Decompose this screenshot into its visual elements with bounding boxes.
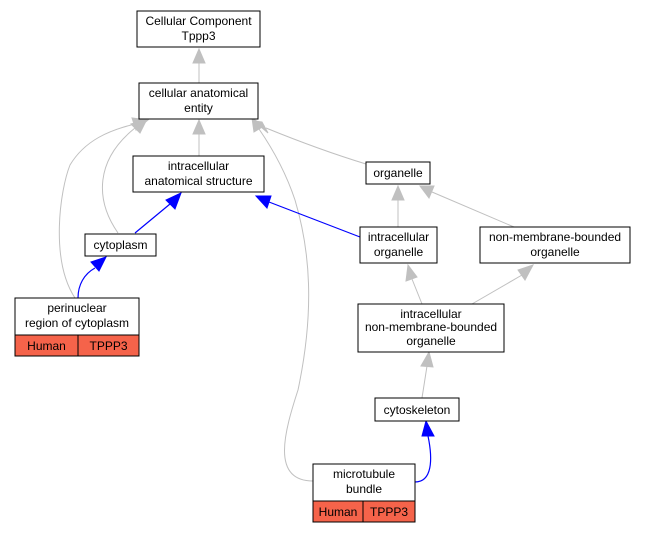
edge-nmbo-organelle [431,191,515,228]
arrow-organelle-io [391,184,405,201]
annotation-species-label: Human [27,339,66,353]
arrow-io-inmbo [405,263,418,282]
node-cellular-anatomical-entity[interactable]: cellular anatomical entity [138,82,259,120]
annotation-cell-gene [77,334,140,357]
arrow-cytoplasm-prc [90,256,107,272]
arrow-cytoskeleton-mb [421,419,435,437]
annotation-prc: Human TPPP3 [14,334,140,357]
node-cytoskeleton[interactable]: cytoskeleton [374,397,460,422]
node-label-line: perinuclear [47,301,106,315]
arrow-organelle-nmbo [419,185,435,199]
node-perinuclear-region-of-cytoplasm[interactable]: perinuclear region of cytoplasm [14,297,140,336]
edge-io-ias [268,201,361,238]
arrow-nmbo-inmbo [517,264,535,281]
node-cellular-component-tppp3[interactable]: Cellular Component Tppp3 [136,10,261,48]
edge-mb-cae [258,128,314,482]
edge-prc-cae [58,123,136,299]
annotation-cell-gene [362,500,416,523]
node-label-line: intracellular [168,159,229,173]
node-microtubule-bundle[interactable]: microtubule bundle [312,463,416,502]
node-label-line: Cellular Component [145,14,252,28]
node-label-line: cellular anatomical [149,86,248,100]
arrow-cae-mb [251,116,265,133]
node-label-line: organelle [530,245,580,259]
node-label-line: intracellular [400,307,461,321]
edge-cytoplasm-ias [134,203,171,234]
arrow-root [192,47,206,64]
node-cytoplasm[interactable]: cytoplasm [84,233,157,257]
node-intracellular-organelle[interactable]: intracellular organelle [359,226,438,264]
node-label-line: organelle [406,334,456,348]
node-intracellular-non-membrane-bounded-organelle[interactable]: intracellular non-membrane-bounded organ… [357,303,505,353]
annotation-gene-label: TPPP3 [89,339,127,353]
edge-mb-cytoskeleton [414,435,432,483]
node-label-line: non-membrane-bounded [489,230,621,244]
edge-inmbo-io [411,278,423,305]
node-label-line: anatomical structure [144,174,252,188]
annotation-gene-label: TPPP3 [370,505,408,519]
edges [58,47,535,483]
arrow-ias-io [254,195,272,209]
edge-cytoskeleton-inmbo [421,365,428,399]
node-intracellular-anatomical-structure[interactable]: intracellular anatomical structure [132,155,265,193]
node-label-line: cytoskeleton [384,403,451,417]
edge-prc-cytoplasm [77,267,96,299]
node-organelle[interactable]: organelle [365,161,431,185]
node-label-line: non-membrane-bounded [365,320,497,334]
edge-cytoplasm-cae [101,127,136,234]
node-label-line: Tppp3 [181,29,215,43]
node-label-line: bundle [346,482,382,496]
edge-inmbo-nmbo [471,274,523,305]
node-label-line: organelle [374,245,424,259]
node-label-line: cytoplasm [93,238,147,252]
annotation-mb: Human TPPP3 [312,500,416,523]
arrow-inmbo-cytoskeleton [420,350,434,368]
node-label-line: entity [184,101,213,115]
arrow-cae-ias [192,118,206,135]
node-label-line: organelle [373,166,423,180]
node-non-membrane-bounded-organelle[interactable]: non-membrane-bounded organelle [479,226,631,264]
node-label-line: microtubule [333,467,395,481]
edge-organelle-cae [265,127,367,165]
arrow-ias-cytoplasm [165,192,182,210]
node-label-line: region of cytoplasm [25,316,129,330]
annotation-species-label: Human [319,505,358,519]
node-label-line: intracellular [368,230,429,244]
